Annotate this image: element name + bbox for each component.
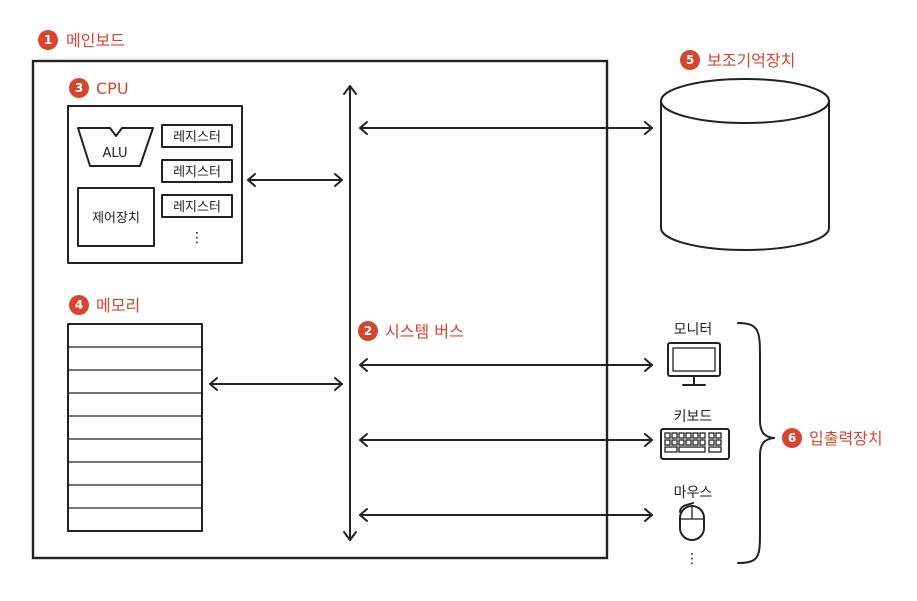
storage-badge-number: 5 xyxy=(686,53,694,67)
memory-badge xyxy=(69,295,89,315)
mouse-bus-arrow xyxy=(359,508,653,522)
memory-bus-arrow xyxy=(209,377,343,391)
keyboard-icon xyxy=(660,428,730,460)
alu-label: ALU xyxy=(102,146,127,161)
monitor-label: 모니터 xyxy=(674,322,713,338)
io-badge xyxy=(782,428,802,448)
storage-cylinder-icon xyxy=(660,78,830,251)
register-label: 레지스터 xyxy=(173,165,221,180)
register-box xyxy=(161,159,233,183)
mainboard-label-group: 1 메인보드 xyxy=(38,30,125,50)
mainboard-badge xyxy=(38,30,58,50)
memory-label: 메모리 xyxy=(96,296,140,315)
register-label: 레지스터 xyxy=(173,130,221,145)
cpu-badge xyxy=(69,78,89,98)
system-bus-arrowhead-bottom xyxy=(343,531,357,541)
system-bus-label: 시스템 버스 xyxy=(385,322,464,341)
control-unit-label: 제어장치 xyxy=(92,211,140,226)
io-badge-number: 6 xyxy=(788,431,796,445)
register-box xyxy=(161,124,233,148)
system-bus-badge-number: 2 xyxy=(364,324,372,338)
storage-label: 보조기억장치 xyxy=(707,51,795,70)
monitor-bus-arrow xyxy=(359,358,653,372)
mouse-label: 마우스 xyxy=(674,485,713,501)
mainboard-label: 메인보드 xyxy=(66,31,125,50)
mainboard-box xyxy=(31,59,609,560)
control-unit-box xyxy=(77,187,155,247)
register-box xyxy=(161,194,233,218)
monitor-icon xyxy=(667,342,721,386)
system-bus-badge xyxy=(358,321,378,341)
keyboard-label: 키보드 xyxy=(674,409,713,425)
register-more-ellipsis: ⋮ xyxy=(190,230,204,246)
mainboard-badge-number: 1 xyxy=(44,33,52,47)
cpu-badge-number: 3 xyxy=(75,81,83,95)
io-label: 입출력장치 xyxy=(809,429,883,448)
system-bus xyxy=(343,85,357,541)
system-bus-label-group: 2 시스템 버스 xyxy=(358,321,464,341)
memory-badge-number: 4 xyxy=(75,298,83,312)
memory-label-group: 4 메모리 xyxy=(69,295,140,315)
alu-shape xyxy=(77,127,154,167)
memory-block xyxy=(67,323,203,532)
storage-badge xyxy=(680,50,700,70)
io-label-group: 6 입출력장치 xyxy=(782,428,883,448)
system-bus-arrowhead-top xyxy=(343,85,357,95)
cpu-box xyxy=(67,105,243,264)
memory-box xyxy=(67,323,203,532)
cpu-label: CPU xyxy=(96,79,129,98)
keyboard-bus-arrow xyxy=(359,433,653,447)
io-curly-brace xyxy=(737,322,775,564)
cpu-bus-arrow xyxy=(247,173,343,187)
cpu-label-group: 3 CPU xyxy=(69,78,129,98)
device-more-ellipsis: ⋮ xyxy=(685,551,699,567)
storage-label-group: 5 보조기억장치 xyxy=(680,50,795,70)
register-label: 레지스터 xyxy=(173,200,221,215)
storage-bus-arrow xyxy=(359,121,653,135)
mouse-icon xyxy=(679,502,705,541)
